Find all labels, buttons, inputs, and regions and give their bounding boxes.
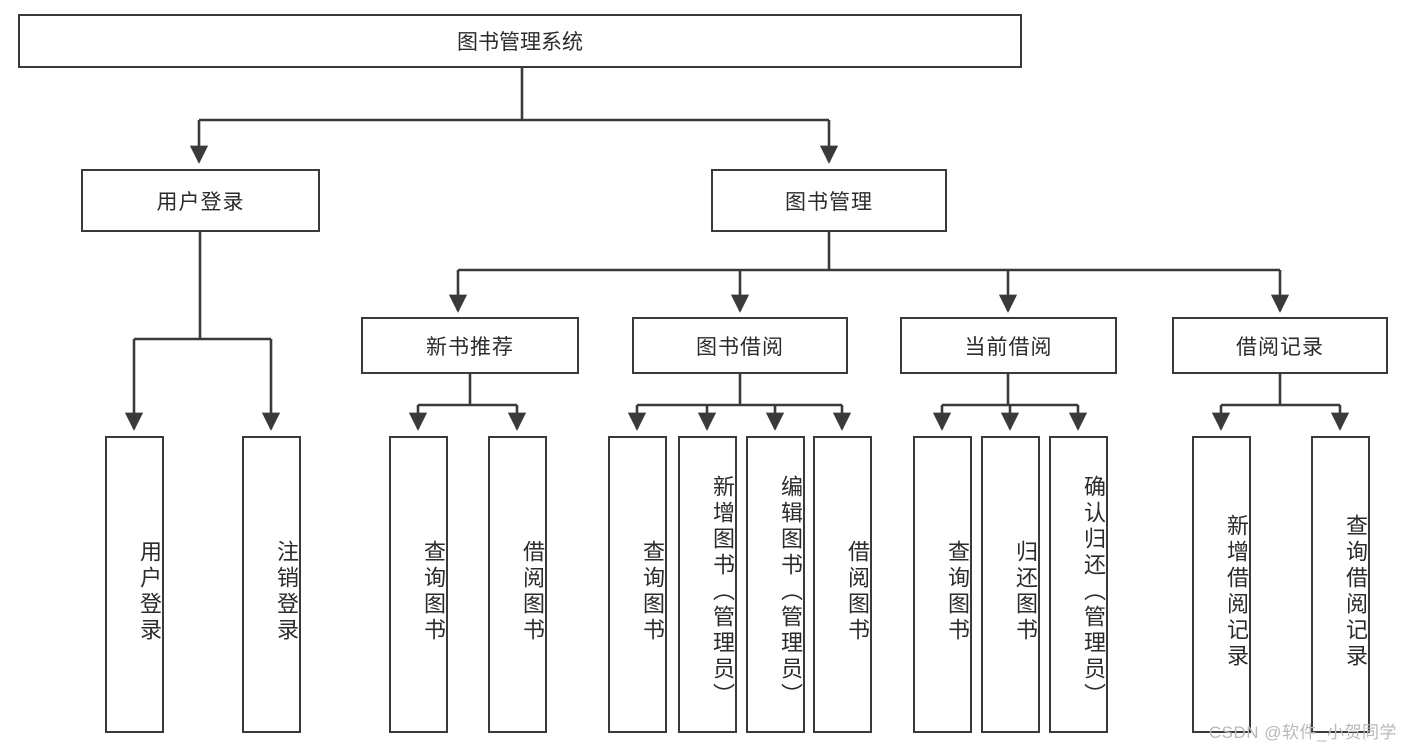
node-label: 借阅图书 — [845, 539, 870, 644]
node-label: 借阅记录 — [1236, 335, 1324, 359]
node-root-system[interactable]: 图书管理系统 — [18, 14, 1022, 68]
node-label: 新增借阅记录 — [1224, 513, 1249, 670]
leaf-user-login-signout[interactable]: 注销登录 — [242, 436, 301, 733]
leaf-user-login-signin[interactable]: 用户登录 — [105, 436, 164, 733]
node-label: 当前借阅 — [964, 335, 1053, 359]
node-label: 编辑图书（管理员） — [778, 474, 803, 709]
leaf-new-book-query[interactable]: 查询图书 — [389, 436, 448, 733]
node-label: 查询图书 — [640, 539, 665, 644]
node-label: 图书管理系统 — [457, 31, 583, 54]
leaf-current-borrow-query[interactable]: 查询图书 — [913, 436, 972, 733]
watermark-label: CSDN @软件_小贺同学 — [1208, 723, 1397, 742]
node-label: 用户登录 — [137, 539, 162, 644]
leaf-book-borrow-edit[interactable]: 编辑图书（管理员） — [746, 436, 805, 733]
leaf-book-borrow-query[interactable]: 查询图书 — [608, 436, 667, 733]
node-label: 新书推荐 — [426, 335, 514, 359]
leaf-current-borrow-confirm[interactable]: 确认归还（管理员） — [1049, 436, 1108, 733]
leaf-current-borrow-return[interactable]: 归还图书 — [981, 436, 1040, 733]
node-label: 查询借阅记录 — [1343, 513, 1368, 670]
node-label: 查询图书 — [421, 539, 446, 644]
node-current-borrow[interactable]: 当前借阅 — [900, 317, 1117, 374]
node-label: 确认归还（管理员） — [1081, 474, 1106, 709]
node-label: 图书管理 — [785, 190, 873, 214]
node-label: 归还图书 — [1013, 539, 1038, 644]
node-new-book-recommend[interactable]: 新书推荐 — [361, 317, 579, 374]
node-label: 注销登录 — [274, 539, 299, 644]
leaf-borrow-record-add[interactable]: 新增借阅记录 — [1192, 436, 1251, 733]
node-book-borrow[interactable]: 图书借阅 — [632, 317, 848, 374]
leaf-book-borrow-add[interactable]: 新增图书（管理员） — [678, 436, 737, 733]
node-label: 查询图书 — [945, 539, 970, 644]
node-user-login[interactable]: 用户登录 — [81, 169, 320, 232]
leaf-borrow-record-query[interactable]: 查询借阅记录 — [1311, 436, 1370, 733]
leaf-new-book-borrow[interactable]: 借阅图书 — [488, 436, 547, 733]
node-borrow-record[interactable]: 借阅记录 — [1172, 317, 1388, 374]
node-label: 借阅图书 — [520, 539, 545, 644]
node-label: 新增图书（管理员） — [710, 474, 735, 709]
node-book-management[interactable]: 图书管理 — [711, 169, 947, 232]
node-label: 用户登录 — [156, 190, 245, 214]
leaf-book-borrow-lend[interactable]: 借阅图书 — [813, 436, 872, 733]
node-label: 图书借阅 — [696, 335, 784, 359]
